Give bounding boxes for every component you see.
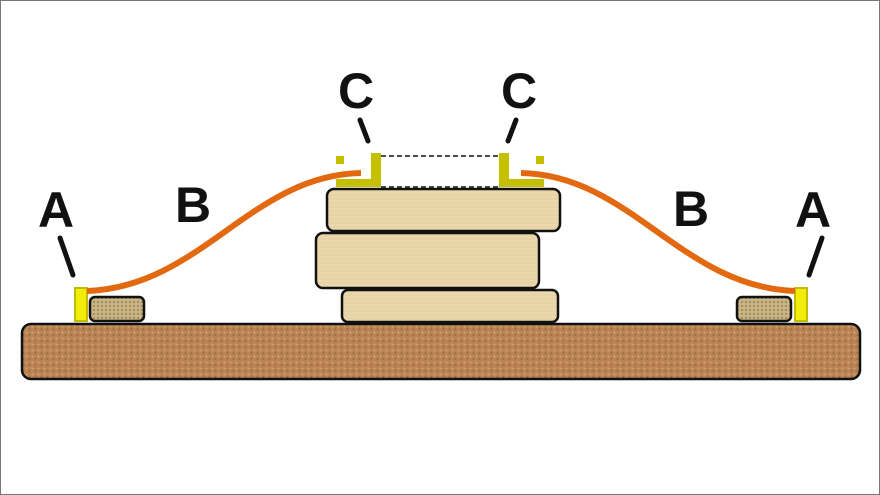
wood-block-middle [314, 231, 541, 290]
leader-a-left [57, 235, 76, 278]
wood-block-bottom [340, 288, 560, 324]
leader-c-left [357, 117, 371, 144]
label-b-left: B [175, 177, 211, 233]
label-c-right: C [501, 63, 537, 119]
small-block-right [735, 295, 793, 323]
wood-block-top [325, 187, 562, 233]
strap-b-right [520, 170, 796, 294]
clip-a-right [794, 287, 808, 322]
small-block-left [88, 295, 146, 323]
label-a-left: A [38, 182, 74, 238]
leader-a-right [806, 235, 825, 278]
label-a-right: A [795, 182, 831, 238]
leader-c-right [505, 117, 519, 144]
bracket-c-right [499, 153, 544, 187]
clip-a-left [74, 287, 88, 322]
label-c-left: C [338, 63, 374, 119]
label-b-right: B [673, 181, 709, 237]
bracket-c-left [336, 153, 381, 187]
strap-b-left [86, 170, 362, 294]
cork-base [20, 322, 862, 381]
